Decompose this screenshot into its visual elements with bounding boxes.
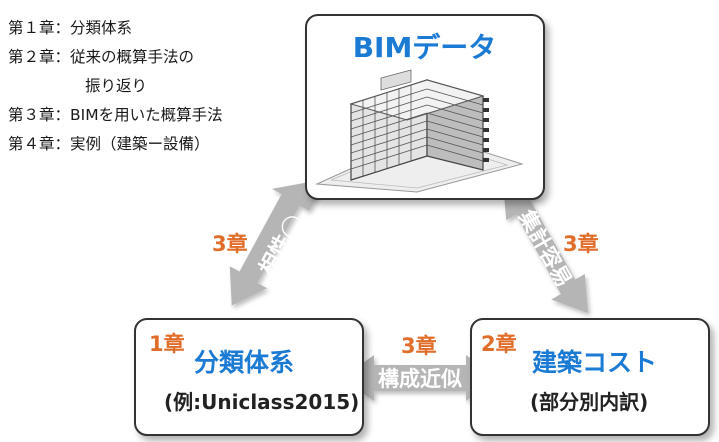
building-cost-box: 建築コスト (部分別内訳): [470, 318, 710, 436]
legend-item-chapter-3: 第３章：BIMを用いた概算手法: [8, 106, 223, 124]
arrow-classification-to-cost: [342, 355, 498, 401]
classification-subtitle: (例:Uniclass2015): [164, 390, 360, 414]
building-model-image: [315, 69, 524, 193]
arrow-bim-to-cost: [502, 180, 589, 314]
bim-data-title: BIMデータ: [352, 31, 497, 64]
chapter-marker-3-right: 3章: [563, 232, 599, 256]
chapter-marker-3-bottom: 3章: [401, 334, 437, 358]
classification-title: 分類体系: [194, 348, 295, 377]
arrow-label-similar-structure: 構成近似: [378, 367, 462, 391]
legend-item-chapter-4: 第４章：実例（建築ー設備）: [8, 135, 210, 153]
building-cost-title: 建築コスト: [532, 348, 658, 377]
legend-item-chapter-2: 第２章：従来の概算手法の: [8, 48, 195, 66]
legend-item-chapter-1: 第１章：分類体系: [8, 19, 133, 37]
arrow-bim-to-classification: [229, 178, 327, 306]
legend-item-chapter-2-continued: 振り返り: [85, 77, 148, 95]
classification-box: 分類体系 (例:Uniclass2015): [134, 318, 364, 436]
chapter-marker-2: 2章: [481, 332, 517, 356]
bim-data-box: BIMデータ: [305, 14, 545, 200]
chapter-marker-3-left: 3章: [212, 232, 248, 256]
chapter-legend: 第１章：分類体系 第２章：従来の概算手法の 振り返り 第３章：BIMを用いた概算…: [8, 14, 223, 159]
chapter-marker-1: 1章: [149, 332, 185, 356]
building-cost-subtitle: (部分別内訳): [530, 390, 649, 414]
